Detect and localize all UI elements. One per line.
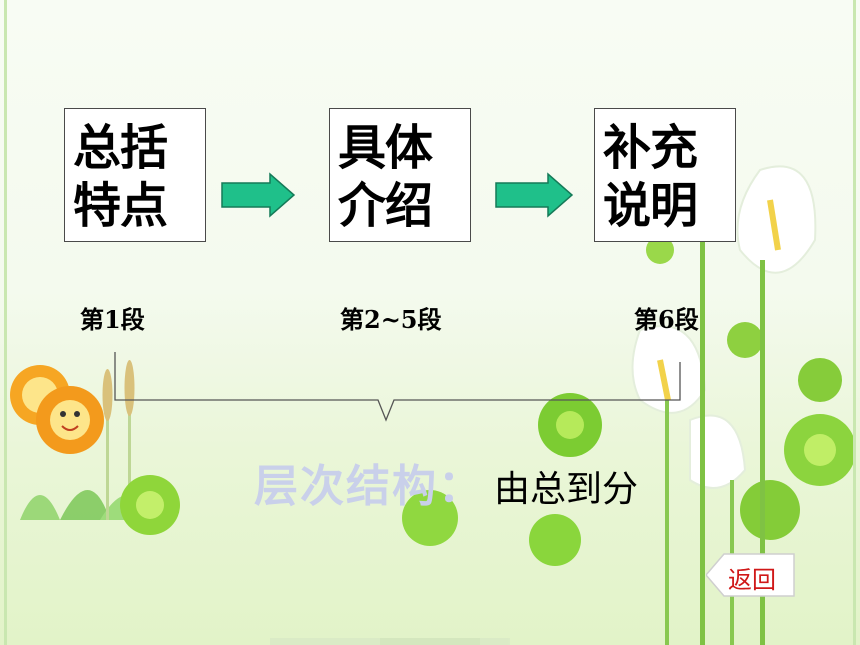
left-border <box>4 0 7 645</box>
paragraph-label: 第2~5段 <box>340 305 442 334</box>
back-button-label[interactable]: 返回 <box>728 566 776 594</box>
right-border <box>853 0 856 645</box>
box-text-line: 介绍 <box>338 178 433 234</box>
back-button[interactable] <box>706 552 796 598</box>
structure-value: 由总到分 <box>494 469 639 510</box>
right-arrow-icon <box>221 172 296 218</box>
box-text-line: 说明 <box>603 178 698 234</box>
box-text-line: 具体 <box>338 120 433 176</box>
detail-box: 具体 介绍 <box>329 108 471 242</box>
box-text-line: 补充 <box>603 120 698 176</box>
paragraph-label: 第1段 <box>80 305 145 334</box>
summary-box: 总括 特点 <box>64 108 206 242</box>
right-arrow-icon <box>495 172 574 218</box>
supplement-box: 补充 说明 <box>594 108 736 242</box>
box-text-line: 特点 <box>73 178 168 234</box>
paragraph-label: 第6段 <box>634 305 699 334</box>
box-text-line: 总括 <box>73 120 168 176</box>
structure-label: 层次结构： <box>254 461 484 512</box>
